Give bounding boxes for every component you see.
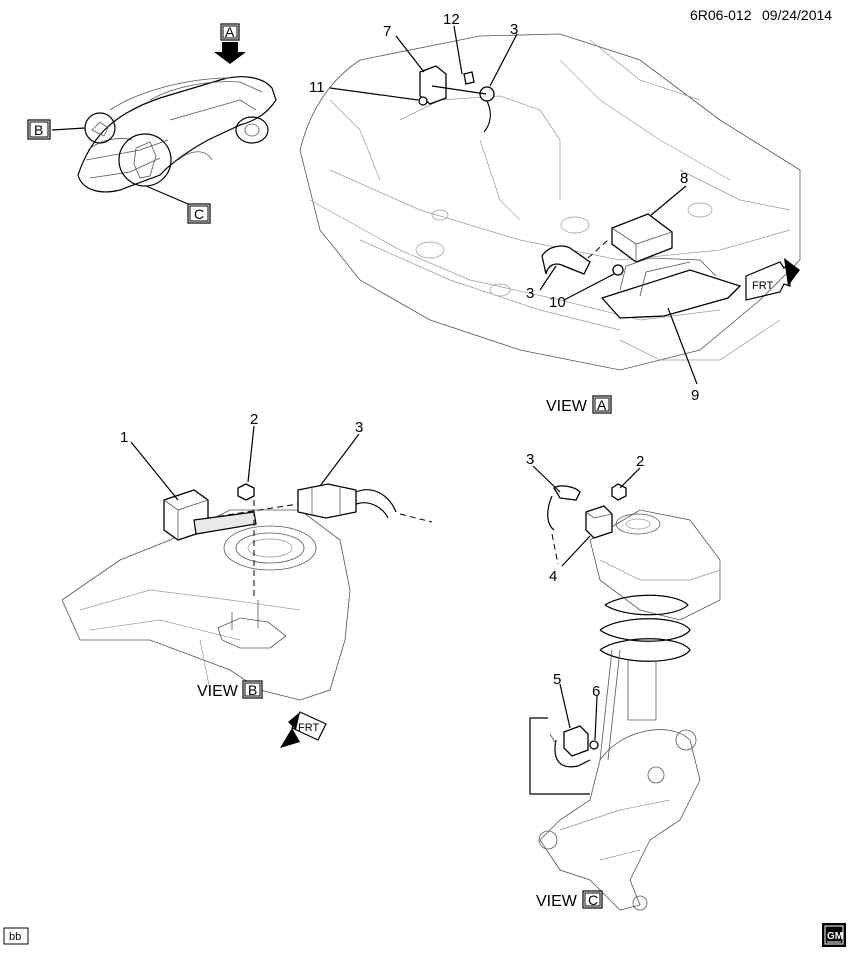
callout-7: 7: [383, 23, 391, 40]
part-7-bracket: [419, 65, 447, 105]
svg-text:C: C: [588, 892, 598, 908]
view-c-suspension-assembly: [529, 465, 721, 911]
callout-3-view-c: 3: [526, 451, 534, 468]
svg-text:VIEW: VIEW: [197, 683, 239, 700]
callout-3-view-b: 3: [355, 419, 363, 436]
view-b-label: VIEW B: [197, 680, 263, 700]
svg-text:GM: GM: [827, 931, 843, 942]
svg-text:VIEW: VIEW: [546, 398, 588, 415]
callout-10: 10: [549, 294, 566, 311]
diagram-date: 09/24/2014: [762, 7, 832, 23]
footer-tag: bb: [3, 927, 29, 945]
diagram-code: 6R06-012: [690, 7, 752, 23]
overview-marker-b: B: [34, 122, 43, 138]
view-a-floor-assembly: FRT: [299, 25, 801, 385]
svg-text:B: B: [248, 682, 257, 698]
callout-3-lower: 3: [526, 285, 534, 302]
svg-text:FRT: FRT: [298, 722, 319, 734]
callout-5: 5: [553, 671, 561, 688]
view-a-label: VIEW A: [546, 395, 612, 415]
callout-1: 1: [120, 429, 128, 446]
part-3-harness-lower: [541, 245, 591, 275]
callout-3-top: 3: [510, 21, 518, 38]
callout-6: 6: [592, 683, 600, 700]
gm-logo-icon: GM: [822, 923, 846, 947]
view-b-sensor-assembly: FRT: [61, 425, 433, 748]
svg-text:VIEW: VIEW: [536, 893, 578, 910]
part-5-sensor: [563, 725, 589, 757]
callout-2-view-b: 2: [250, 411, 258, 428]
view-a-arrow-icon: [214, 42, 246, 64]
marker-c-circle: [118, 133, 172, 187]
callout-8: 8: [680, 170, 688, 187]
part-3-harness-view-c: [547, 495, 555, 531]
callout-2-view-c: 2: [636, 453, 644, 470]
part-9-bracket-tray: [600, 269, 742, 319]
part-2-nut-view-c: [611, 483, 627, 501]
part-2-nut: [237, 483, 255, 501]
svg-text:A: A: [597, 397, 607, 413]
marker-b-circle: [84, 112, 116, 144]
frt-arrow-view-a-icon: FRT: [745, 258, 800, 301]
part-8-module: [611, 213, 673, 263]
callout-12: 12: [443, 11, 460, 28]
part-10-nut: [612, 264, 624, 276]
part-11-bolt: [418, 96, 428, 106]
view-c-label: VIEW C: [536, 890, 603, 910]
part-6-bolt: [589, 740, 599, 750]
overview-marker-c: C: [194, 206, 204, 222]
svg-text:bb: bb: [9, 931, 21, 943]
part-4-sensor: [585, 505, 613, 539]
callout-11: 11: [309, 79, 325, 96]
callout-4: 4: [549, 568, 557, 585]
part-3-connector: [297, 483, 357, 519]
vehicle-overview: A B C: [27, 23, 277, 224]
overview-marker-a: A: [225, 24, 235, 40]
svg-text:FRT: FRT: [752, 280, 773, 292]
frt-arrow-view-b-icon: FRT: [280, 711, 327, 748]
callout-9: 9: [691, 387, 699, 404]
